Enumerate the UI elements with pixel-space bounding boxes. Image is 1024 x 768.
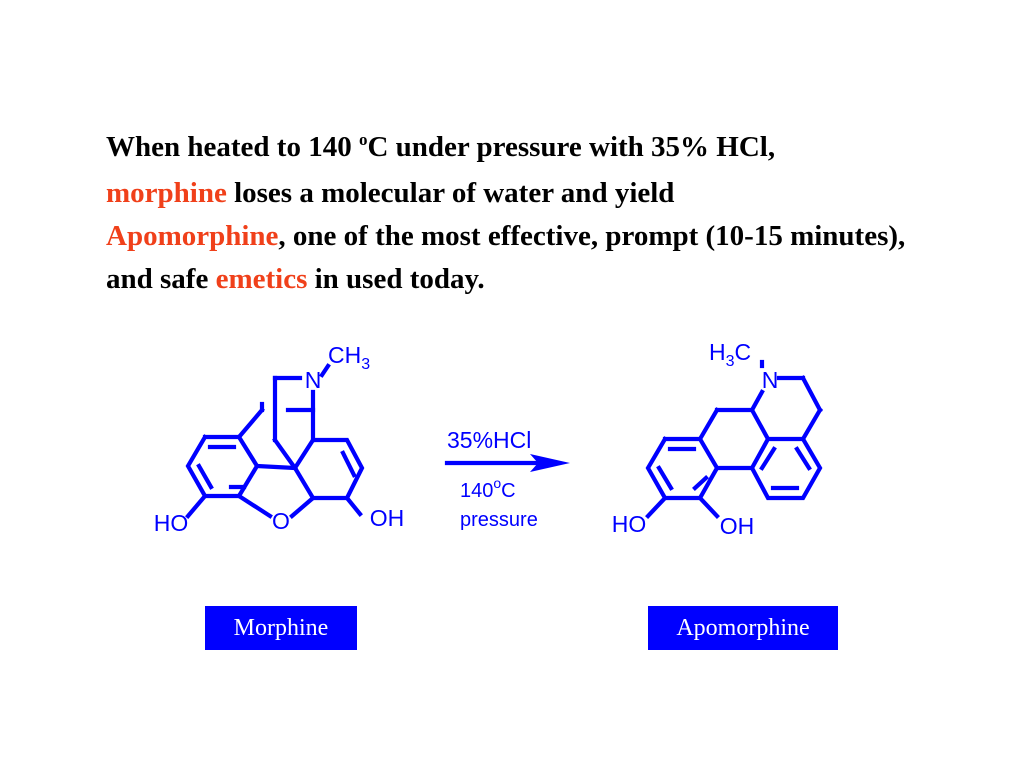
degree-superscript: o (358, 130, 368, 149)
intro-text-2: C under pressure with 35% HCl, (367, 131, 776, 163)
morphine-highlight: morphine (106, 177, 227, 209)
emetics-highlight: emetics (215, 263, 308, 295)
apomorphine-structure: H3C N HO OH (612, 339, 823, 539)
intro-text-1: When heated to 140 (106, 131, 359, 163)
morphine-methyl: CH3 (328, 342, 370, 373)
morphine-c5-bond (292, 465, 316, 501)
apomorphine-methyl-subscript: 3 (726, 353, 735, 370)
morphine-hydroxyl-right: OH (370, 505, 405, 531)
morphine-methyl-ch: CH (328, 342, 361, 368)
intro-text-4: , one of the most effective, prompt (10-… (106, 220, 906, 295)
reagent-text: 35%HCl (447, 427, 531, 453)
morphine-nitrogen: N (305, 367, 322, 393)
apomorphine-catechol-inner-2 (656, 465, 674, 491)
apomorphine-ho-bond (645, 495, 668, 519)
morphine-ethano-bond-1 (272, 437, 298, 471)
temperature-condition: 140oC (460, 475, 516, 502)
morphine-methyl-subscript: 3 (361, 356, 370, 373)
apomorphine-ch-aryl-bond (749, 407, 771, 442)
apomorphine-right-inner-1 (794, 446, 812, 471)
morphine-hydroxyl-left: HO (154, 510, 189, 536)
apomorphine-hydroxyl-right: OH (720, 513, 755, 539)
apomorphine-bonds (645, 359, 823, 519)
apomorphine-label: Apomorphine (648, 606, 838, 650)
apomorphine-nitrogen: N (762, 367, 779, 393)
morphine-ether-bond-1 (236, 493, 273, 519)
temperature-degree: o (493, 475, 501, 491)
apomorphine-n-bond-left (749, 389, 765, 413)
morphine-oh-bond (344, 495, 363, 517)
morphine-bonds (185, 363, 365, 519)
reaction-arrow-group: 35%HCl 140oC pressure (444, 427, 570, 531)
apomorphine-catechol-inner-3 (692, 475, 709, 491)
description-paragraph: When heated to 140 oC under pressure wit… (106, 126, 926, 301)
apomorphine-ch2-bond-1 (800, 375, 823, 413)
morphine-alkene-bond (340, 450, 357, 478)
apomorphine-methyl: H3C (709, 339, 751, 370)
apomorphine-hydroxyl-left: HO (612, 511, 647, 537)
apomorphine-methyl-h: H (709, 339, 726, 365)
reaction-arrow-head (530, 454, 570, 472)
apomorphine-methyl-c: C (735, 339, 752, 365)
apomorphine-highlight: Apomorphine (106, 220, 279, 252)
pressure-condition: pressure (460, 509, 538, 531)
morphine-ho-bond (185, 493, 208, 519)
morphine-methyl-bond (319, 363, 331, 378)
apomorphine-benzylic-bond (697, 407, 720, 442)
intro-text-3: loses a molecular of water and yield (226, 177, 675, 209)
intro-text-5: in used today. (307, 263, 485, 295)
morphine-ether-bond-2 (289, 495, 316, 519)
temperature-unit: C (501, 480, 515, 502)
temperature-value: 140 (460, 480, 493, 502)
morphine-label: Morphine (205, 606, 357, 650)
morphine-quaternary-bond (254, 463, 298, 471)
morphine-ether-oxygen: O (272, 508, 290, 534)
apomorphine-right-inner-3 (759, 446, 777, 471)
morphine-inner-bond-2 (196, 463, 214, 490)
morphine-structure: N CH3 HO O OH (154, 342, 405, 536)
apomorphine-oh-bond (697, 495, 720, 519)
morphine-benzylic-bond (236, 407, 265, 440)
apomorphine-ch2-bond-2 (800, 407, 823, 442)
morphine-cyclohexene (292, 437, 365, 501)
